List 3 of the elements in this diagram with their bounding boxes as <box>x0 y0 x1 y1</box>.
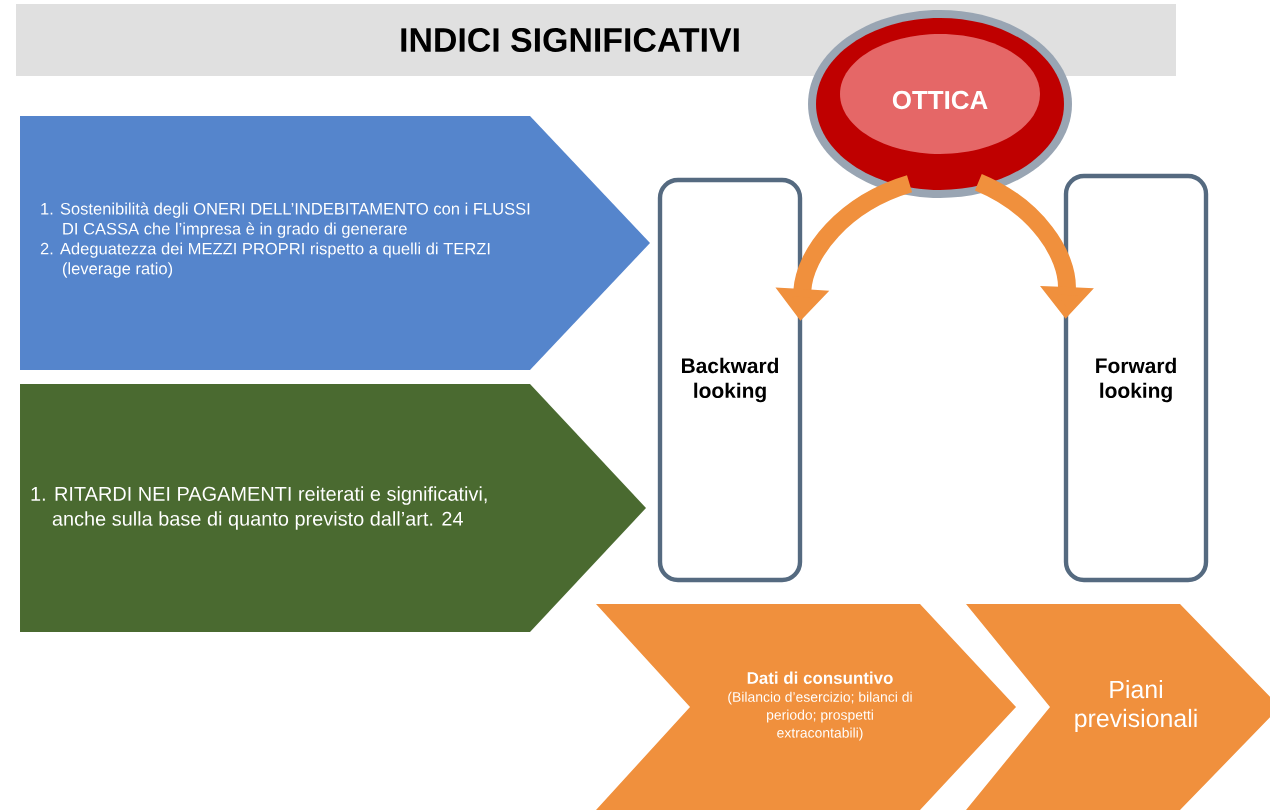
node-label: Dati di consuntivo <box>747 671 893 684</box>
rounded-box: Backward looking <box>657 177 803 583</box>
rounded-box: Forward looking <box>1063 173 1209 583</box>
